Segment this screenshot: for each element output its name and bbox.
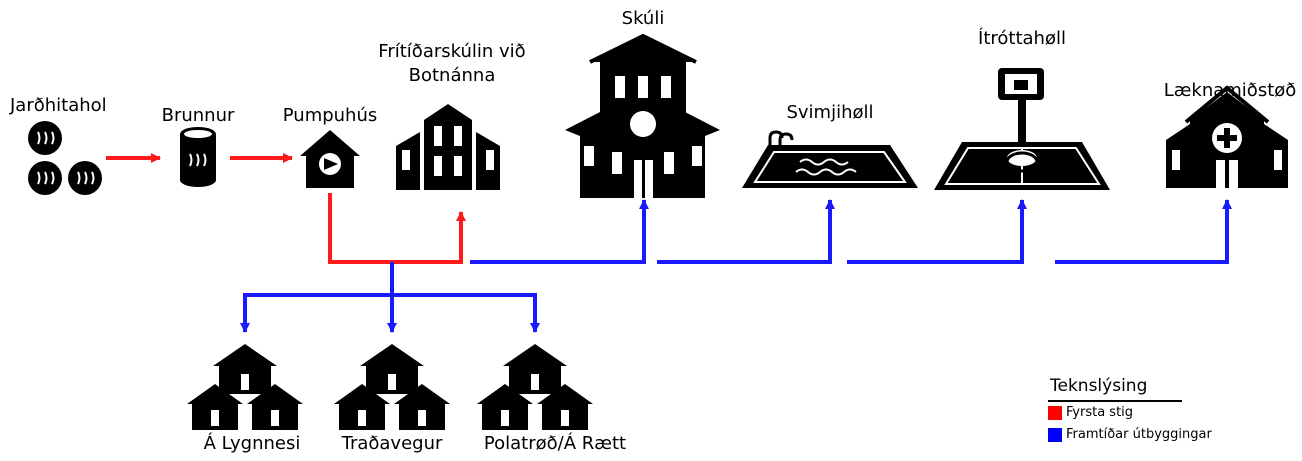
swimming-pool-icon (742, 130, 918, 188)
pump-house-icon (300, 130, 360, 188)
legend-item-future: Framtíðar útbyggingar (1048, 427, 1212, 442)
houses-icon-1 (187, 344, 303, 430)
label-health-center: Læknamiðstøð (1163, 80, 1297, 101)
legend-item-first-phase: Fyrsta stig (1048, 405, 1133, 420)
label-leisure-school: Frítíðarskúlin við Botnánna (378, 41, 526, 86)
legend-divider (1048, 400, 1182, 402)
basketball-court-icon (934, 68, 1110, 190)
label-school: Skúli (621, 8, 665, 29)
connector-to-school (470, 199, 649, 264)
tank-icon (180, 127, 216, 187)
label-housing-3: Polatrøð/Á Rætt (483, 433, 627, 454)
legend-swatch-red (1048, 405, 1062, 420)
houses-icon-3 (477, 344, 593, 430)
houses-icon-2 (334, 344, 450, 430)
label-housing-1: Á Lygnnesi (203, 433, 301, 454)
label-sports-hall: Ítróttahøll (978, 28, 1066, 49)
legend-label-future: Framtíðar útbyggingar (1066, 427, 1212, 442)
health-center-icon (1166, 85, 1288, 188)
building-icon (396, 104, 500, 190)
first-phase-lines (106, 153, 466, 264)
school-icon (565, 33, 720, 198)
future-phase-lines (240, 199, 1232, 333)
connector-to-swimming-hall (657, 199, 835, 264)
connector-to-health-center (1055, 199, 1232, 264)
connector-to-sports-hall (847, 199, 1027, 264)
label-geothermal-wells: Jarðhitahol (10, 95, 107, 116)
label-pump-house: Pumpuhús (282, 105, 378, 126)
geothermal-wells-icon (28, 121, 102, 195)
legend-swatch-blue (1048, 427, 1062, 442)
label-swimming-hall: Svimjihøll (786, 102, 874, 123)
connector-pumphouse-to-leisure-school (328, 193, 466, 264)
legend-label-first-phase: Fyrsta stig (1066, 405, 1134, 420)
label-tank: Brunnur (161, 105, 235, 126)
legend-title: Tekn­slýsing (1050, 376, 1148, 396)
label-housing-2: Traðavegur (341, 433, 443, 454)
